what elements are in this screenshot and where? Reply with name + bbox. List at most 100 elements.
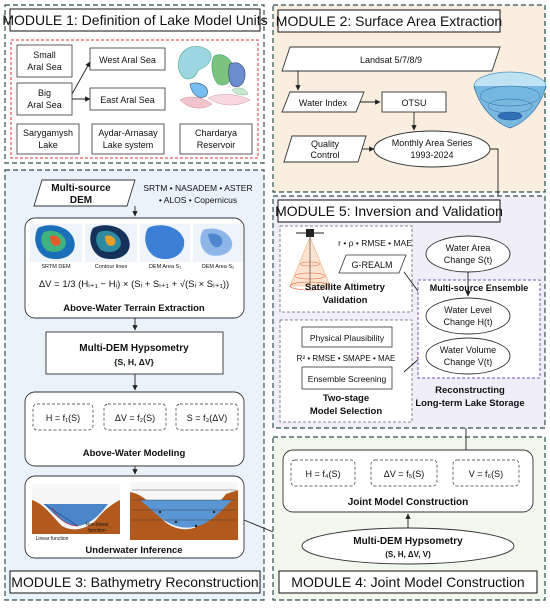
grealm-parallelogram [338, 254, 407, 274]
water-volume-line2: Change V(t) [444, 357, 493, 367]
reservoirs-map [179, 87, 251, 109]
screening-label: Ensemble Screening [308, 374, 387, 384]
grealm-label: G-REALM [351, 260, 392, 270]
dem-images [30, 224, 243, 262]
dem-parallelogram [33, 179, 136, 207]
monthly-area-ellipse [373, 130, 491, 168]
module-1-title-box [9, 8, 261, 32]
metrics-line1: r • ρ • RMSE • MAE [338, 238, 412, 248]
terrain-label: Above-Water Terrain Extraction [63, 303, 205, 314]
east-aral-label: East Aral Sea [100, 95, 155, 105]
dem-line2: DEM [70, 195, 92, 206]
landsat-label: Landsat 5/7/8/9 [360, 55, 422, 65]
nonlinear-line2: function [88, 528, 106, 534]
chardarya-box [179, 123, 253, 155]
f2-label: ΔV = f₂(S) [115, 413, 155, 423]
west-aral-box [89, 47, 166, 71]
aydar-line1: Aydar-Arnasay [98, 128, 158, 138]
volume-formula: ΔV = 1/3 (Hᵢ₊₁ − Hᵢ) × (Sᵢ + Sᵢ₊₁ + √(Sᵢ… [39, 279, 229, 290]
module-1: MODULE 1: Definition of Lake Model Units… [2, 4, 268, 164]
sat-line1: Satellite Altimetry [305, 282, 386, 293]
water-volume-line1: Water Volume [440, 345, 496, 355]
big-aral-line1: Big [38, 88, 51, 98]
underwater-label: Underwater Inference [85, 545, 182, 556]
two-stage-line1: Two-stage [323, 393, 369, 404]
water-level-line1: Water Level [444, 305, 492, 315]
module-3-title: MODULE 3: Bathymetry Reconstruction [11, 574, 258, 590]
water-area-line1: Water Area [446, 243, 491, 253]
water-level-ellipse [425, 297, 511, 335]
above-model-label: Above-Water Modeling [83, 448, 186, 459]
quality-control-parallelogram [283, 135, 367, 163]
water-area-ellipse [425, 235, 511, 273]
quality-line1: Quality [311, 139, 340, 149]
satellite-altimetry-icon [289, 229, 331, 291]
ensemble-label: Multi-source Ensemble [430, 283, 529, 293]
module-5: MODULE 5: Inversion and Validation r • ρ… [272, 195, 546, 429]
water-area-line2: Change S(t) [444, 255, 493, 265]
dem-sources-line2: • ALOS • Copernicus [159, 195, 237, 205]
water-volume-ellipse [425, 337, 511, 375]
f4-label: H = f₄(S) [306, 469, 341, 479]
small-aral-box [16, 44, 73, 78]
module-1-title: MODULE 1: Definition of Lake Model Units [2, 12, 267, 28]
hypsometry-line1: Multi-DEM Hypsometry [79, 343, 189, 354]
f1-box [32, 403, 94, 431]
small-aral-line2: Aral Sea [27, 62, 62, 72]
module-3-title-box [9, 570, 261, 594]
module-2-title-box [277, 9, 501, 33]
f6-label: V = f₆(S) [469, 469, 503, 479]
hyps4-line1: Multi-DEM Hypsometry [353, 536, 463, 547]
water-layers-image [473, 71, 547, 129]
module-2-title: MODULE 2: Surface Area Extraction [276, 13, 502, 29]
module-5-title-box [277, 199, 501, 223]
metrics-line2: R² • RMSE • SMAPE • MAE [297, 354, 396, 363]
dem-line1: Multi-source [51, 183, 111, 194]
aydar-box [91, 123, 165, 155]
nonlinear-line1: Non-linear [85, 522, 108, 528]
module-4: H = f₄(S) ΔV = f₅(S) V = f₆(S) Joint Mod… [272, 411, 546, 601]
quality-line2: Control [310, 150, 339, 160]
landsat-parallelogram [281, 46, 501, 72]
recon-line1: Reconstructing [435, 385, 505, 396]
f4-box [290, 459, 356, 487]
sarygamysh-line2: Lake [38, 140, 58, 150]
hypsometry-line2: {S, H, ΔV} [114, 357, 154, 367]
underwater-profile-left [32, 484, 120, 534]
dem-sources-line1: SRTM • NASADEM • ASTER [143, 183, 252, 193]
chardarya-line1: Chardarya [195, 128, 237, 138]
sarygamysh-line1: Sarygamysh [23, 128, 73, 138]
f3-label: S = f₃(ΔV) [187, 413, 227, 423]
sarygamysh-box [16, 123, 80, 155]
f6-box [452, 459, 520, 487]
west-aral-label: West Aral Sea [99, 55, 156, 65]
two-stage-line2: Model Selection [310, 406, 383, 417]
img-label-srtm: SRTM DEM [41, 264, 71, 270]
module-5-title: MODULE 5: Inversion and Validation [275, 203, 503, 219]
otsu-label: OTSU [401, 98, 426, 108]
screening-box [301, 366, 393, 390]
water-index-label: Water Index [299, 98, 348, 108]
img-label-area2: DEM Area S₂ [202, 264, 234, 270]
f2-box [103, 403, 167, 431]
recon-line2: Long-term Lake Storage [415, 398, 524, 409]
f5-box [370, 459, 438, 487]
aral-sea-map [178, 46, 246, 98]
small-aral-line1: Small [33, 50, 56, 60]
sat-line2: Validation [323, 295, 368, 306]
hyps4-ellipse [301, 527, 515, 565]
img-label-area1: DEM Area S₁ [149, 264, 181, 270]
